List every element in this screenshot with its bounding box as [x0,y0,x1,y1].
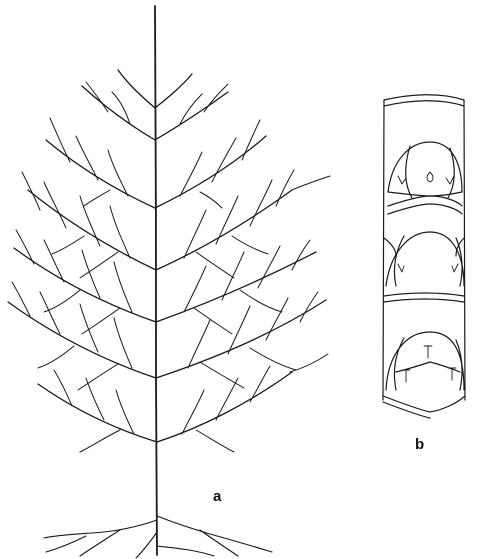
panel-label-a: a [213,489,221,504]
column-top [384,95,464,100]
panel-label-b: b [415,437,424,452]
column-right-edge [464,100,465,400]
segment-2-dome [386,232,464,286]
column-left-edge [383,100,384,400]
segment-3-dome [386,332,464,390]
